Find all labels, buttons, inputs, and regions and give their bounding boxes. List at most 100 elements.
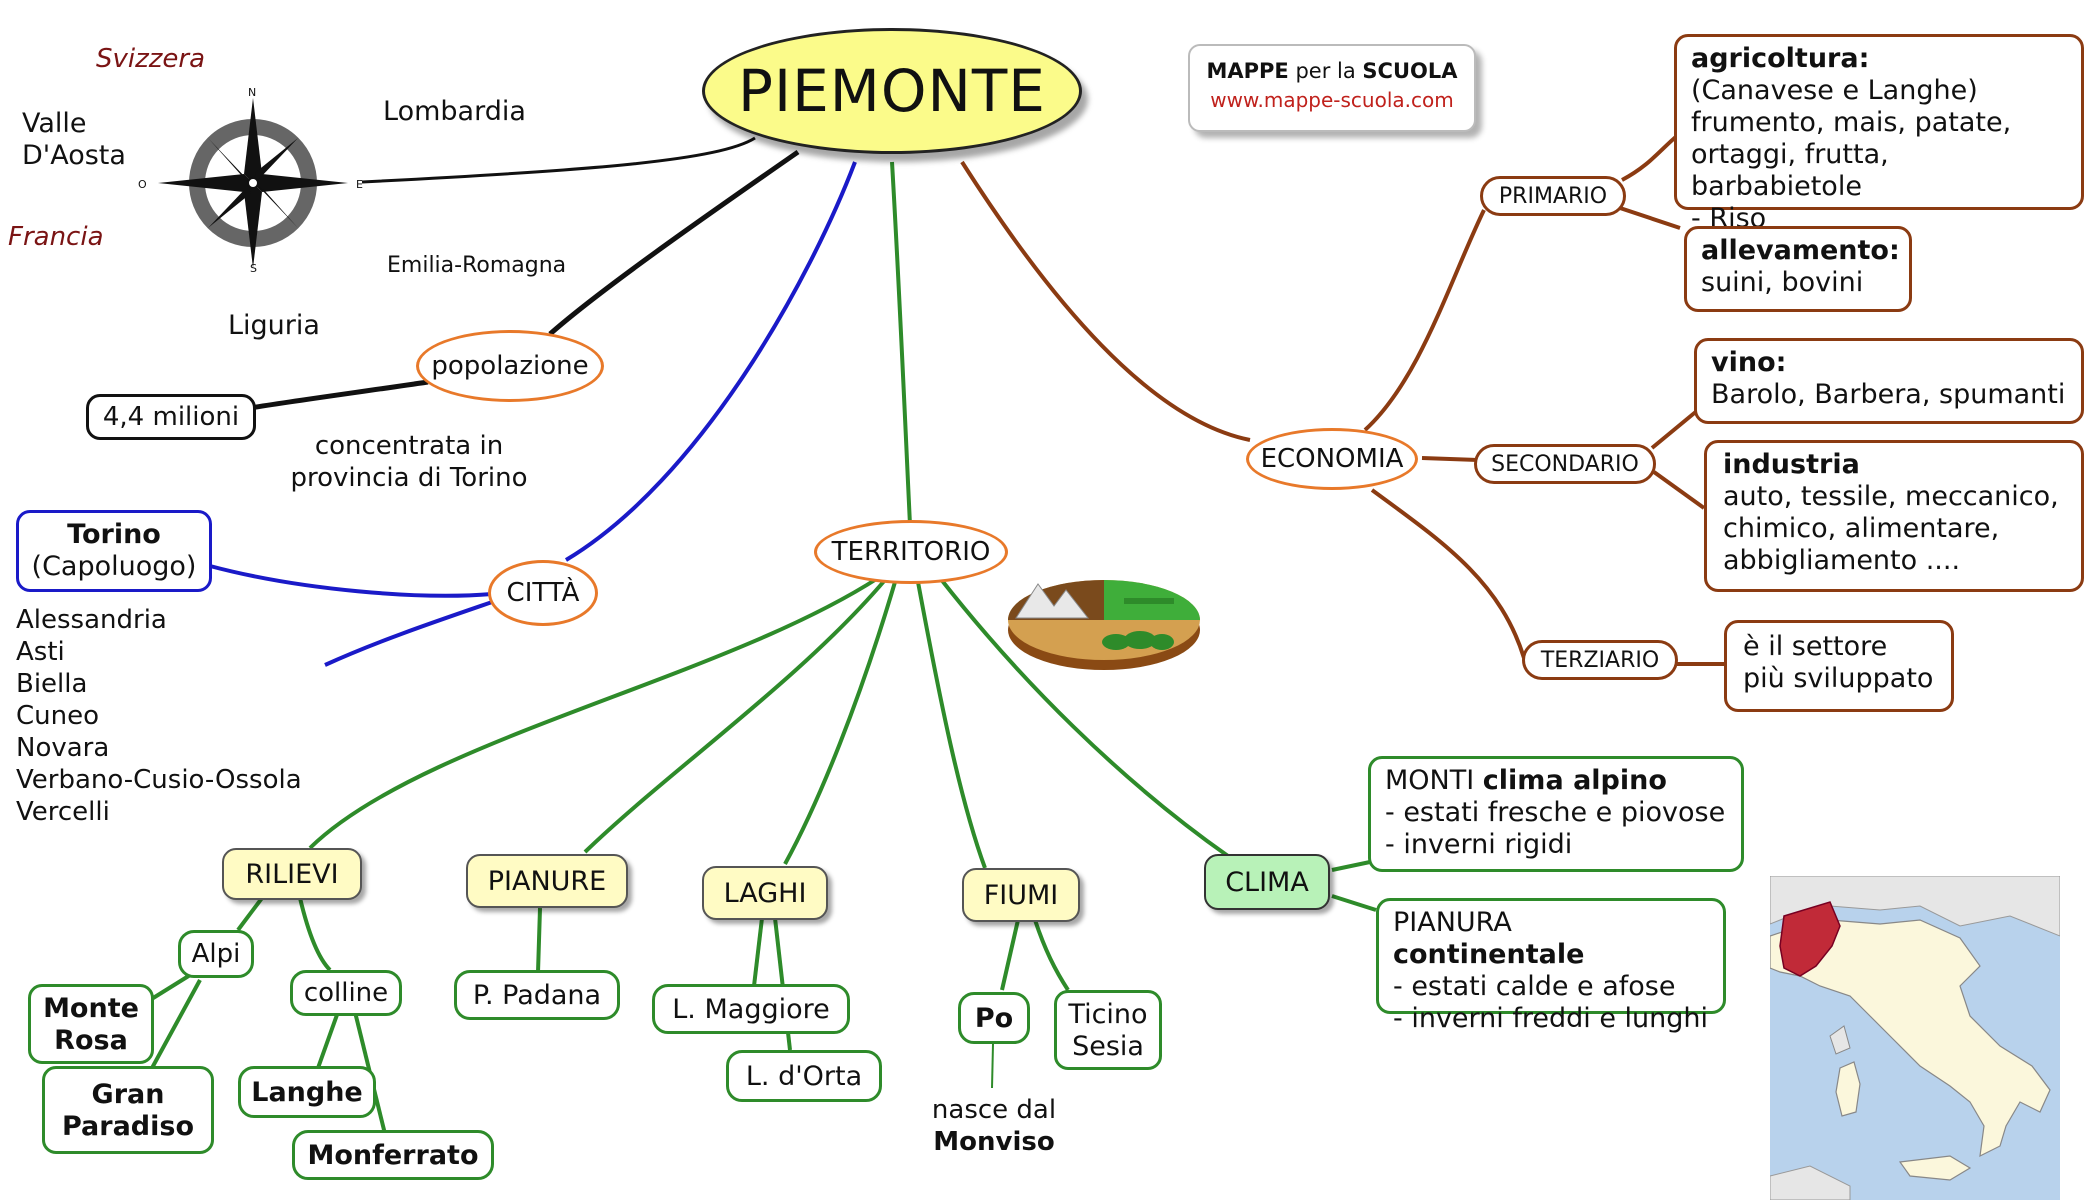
clima-pianura-line2: - inverni freddi e lunghi: [1393, 1003, 1709, 1034]
node-ticino-sesia: Ticino Sesia: [1054, 990, 1162, 1070]
clima-pianura-prefix: PIANURA: [1393, 907, 1512, 938]
city-item: Vercelli: [16, 797, 110, 827]
agricoltura-title: agricoltura:: [1691, 43, 1870, 74]
po-note-line2: Monviso: [933, 1127, 1055, 1157]
brand-name: MAPPE per la SCUOLA: [1190, 56, 1474, 86]
brand-box: MAPPE per la SCUOLA www.mappe-scuola.com: [1188, 44, 1476, 132]
gran-paradiso-line1: Gran: [91, 1079, 165, 1110]
industria-line2: chimico, alimentare,: [1723, 513, 2000, 544]
clima-pianura-line1: - estati calde e afose: [1393, 971, 1676, 1002]
ticino-label: Ticino: [1068, 999, 1148, 1030]
torino-name: Torino: [67, 519, 161, 550]
label-switzerland: Svizzera: [96, 44, 206, 74]
node-lago-maggiore: L. Maggiore: [652, 984, 850, 1034]
brand-per-la: per la: [1288, 59, 1363, 83]
clima-pianura-type: continentale: [1393, 939, 1585, 970]
compass-rose-icon: [158, 98, 348, 268]
node-primario: PRIMARIO: [1480, 176, 1626, 216]
city-list: Alessandria Asti Biella Cuneo Novara Ver…: [16, 604, 302, 828]
label-emilia-romagna: Emilia-Romagna: [387, 253, 567, 278]
label-france: Francia: [8, 222, 104, 252]
valle-aosta-line1: Valle: [22, 108, 87, 139]
italy-map-icon: [1770, 876, 2060, 1200]
node-rilievi: RILIEVI: [222, 848, 362, 900]
node-torino: Torino (Capoluogo): [16, 510, 212, 592]
population-note-line2: provincia di Torino: [290, 463, 528, 493]
city-item: Biella: [16, 669, 88, 699]
compass-n: N: [248, 86, 257, 99]
node-terziario-note: è il settore più sviluppato: [1724, 620, 1954, 712]
node-fiumi: FIUMI: [962, 868, 1080, 922]
node-secondario: SECONDARIO: [1474, 444, 1656, 484]
clima-monti-line2: - inverni rigidi: [1385, 829, 1573, 860]
brand-scuola: SCUOLA: [1362, 59, 1458, 83]
node-clima: CLIMA: [1204, 854, 1330, 910]
city-item: Verbano-Cusio-Ossola: [16, 765, 302, 795]
node-laghi: LAGHI: [702, 866, 828, 920]
landscape-icon: [1008, 580, 1200, 670]
label-valle-aosta: Valle D'Aosta: [22, 108, 126, 172]
agricoltura-line3: ortaggi, frutta, barbabietole: [1691, 139, 1889, 202]
vino-title: vino:: [1711, 347, 1787, 378]
node-citta: CITTÀ: [488, 560, 598, 626]
population-note-line1: concentrata in: [314, 431, 504, 461]
node-clima-pianura: PIANURA continentale - estati calde e af…: [1376, 898, 1726, 1034]
city-item: Alessandria: [16, 605, 167, 635]
node-agricoltura: agricoltura: (Canavese e Langhe) frument…: [1674, 34, 2084, 234]
city-item: Cuneo: [16, 701, 100, 731]
clima-pianura-title: PIANURA continentale: [1393, 907, 1709, 971]
node-territorio: TERRITORIO: [814, 520, 1008, 584]
industria-line1: auto, tessile, meccanico,: [1723, 481, 2059, 512]
population-note: concentrata in provincia di Torino: [286, 430, 532, 494]
compass-o: O: [138, 178, 147, 191]
node-colline: colline: [290, 970, 402, 1016]
city-item: Novara: [16, 733, 110, 763]
node-industria: industria auto, tessile, meccanico, chim…: [1704, 440, 2084, 592]
node-langhe: Langhe: [238, 1066, 376, 1118]
allevamento-title: allevamento:: [1701, 235, 1900, 266]
node-monferrato: Monferrato: [292, 1130, 494, 1180]
torino-note: (Capoluogo): [31, 551, 197, 582]
node-clima-monti: MONTI clima alpino - estati fresche e pi…: [1368, 756, 1744, 872]
node-po: Po: [958, 992, 1030, 1044]
brand-mappe: MAPPE: [1206, 59, 1289, 83]
node-lago-orta: L. d'Orta: [726, 1050, 882, 1102]
map-title: PIEMONTE: [702, 28, 1082, 154]
sesia-label: Sesia: [1072, 1031, 1144, 1062]
brand-url: www.mappe-scuola.com: [1210, 88, 1454, 112]
city-item: Asti: [16, 637, 65, 667]
clima-monti-line1: - estati fresche e piovose: [1385, 797, 1726, 828]
node-terziario: TERZIARIO: [1522, 640, 1678, 680]
terziario-note-line2: più sviluppato: [1743, 663, 1934, 694]
node-economia: ECONOMIA: [1246, 428, 1418, 490]
node-pianure: PIANURE: [466, 854, 628, 908]
vino-text: Barolo, Barbera, spumanti: [1711, 379, 2066, 410]
terziario-note-line1: è il settore: [1743, 631, 1888, 662]
compass-e: E: [356, 178, 363, 191]
node-alpi: Alpi: [178, 930, 254, 978]
node-monte-rosa: Monte Rosa: [28, 984, 154, 1064]
agricoltura-line2: frumento, mais, patate,: [1691, 107, 2012, 138]
monte-rosa-line2: Rosa: [54, 1025, 128, 1056]
label-liguria: Liguria: [228, 310, 320, 341]
allevamento-text: suini, bovini: [1701, 267, 1864, 298]
clima-monti-prefix: MONTI: [1385, 765, 1483, 796]
po-note-line1: nasce dal: [931, 1095, 1057, 1125]
label-lombardia: Lombardia: [383, 96, 526, 127]
clima-monti-type: clima alpino: [1482, 765, 1667, 796]
po-source-note: nasce dal Monviso: [924, 1094, 1064, 1158]
industria-title: industria: [1723, 449, 1860, 480]
gran-paradiso-line2: Paradiso: [61, 1111, 195, 1142]
node-gran-paradiso: Gran Paradiso: [42, 1066, 214, 1154]
compass-s: S: [250, 262, 257, 275]
valle-aosta-line2: D'Aosta: [22, 140, 126, 171]
clima-monti-title: MONTI clima alpino: [1385, 765, 1727, 797]
node-allevamento: allevamento: suini, bovini: [1684, 226, 1912, 312]
node-popolazione: popolazione: [416, 330, 604, 402]
agricoltura-line1: (Canavese e Langhe): [1691, 75, 1978, 106]
node-vino: vino: Barolo, Barbera, spumanti: [1694, 338, 2084, 424]
monte-rosa-line1: Monte: [43, 993, 139, 1024]
industria-line3: abbigliamento ....: [1723, 545, 1961, 576]
node-pianura-padana: P. Padana: [454, 970, 620, 1020]
node-population-value: 4,4 milioni: [86, 394, 256, 440]
